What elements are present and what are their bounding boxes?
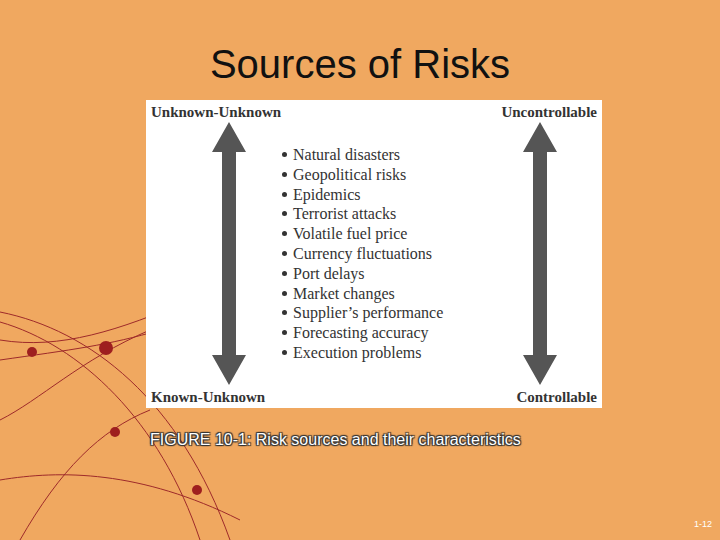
page-number: 1-12 — [694, 518, 712, 530]
double-arrow — [212, 122, 246, 385]
risk-source: Currency fluctuations — [293, 244, 432, 263]
slide-title: Sources of Risks — [0, 40, 720, 88]
risk-source: Terrorist attacks — [293, 204, 396, 223]
axis-label: Known-Unknown — [151, 388, 265, 406]
bullet-dot — [282, 310, 287, 315]
risk-source: Market changes — [293, 284, 395, 303]
bullet-dot — [282, 291, 287, 296]
risk-source: Execution problems — [293, 343, 421, 362]
axis-label: Unknown-Unknown — [151, 103, 281, 121]
double-arrow — [523, 122, 557, 385]
bullet-dot — [282, 231, 287, 236]
risk-source: Forecasting accuracy — [293, 323, 428, 342]
bullet-dot — [282, 251, 287, 256]
figure-panel: Unknown-Unknown UncontrollableNatural dis… — [146, 100, 602, 408]
bullet-dot — [282, 172, 287, 177]
bullet-dot — [282, 271, 287, 276]
axis-label: Controllable — [516, 388, 597, 406]
axis-label: Uncontrollable — [501, 103, 597, 121]
bullet-dot — [282, 330, 287, 335]
bullet-dot — [282, 152, 287, 157]
risk-source: Volatile fuel price — [293, 224, 407, 243]
bullet-dot — [282, 192, 287, 197]
figure-caption: FIGURE 10-1: Risk sources and their char… — [150, 430, 521, 450]
risk-source: Natural disasters — [293, 145, 400, 164]
risk-source: Supplier’s performance — [293, 303, 443, 322]
risk-source: Geopolitical risks — [293, 165, 406, 184]
risk-source: Epidemics — [293, 185, 361, 204]
bullet-dot — [282, 350, 287, 355]
risk-source: Port delays — [293, 264, 365, 283]
bullet-dot — [282, 211, 287, 216]
